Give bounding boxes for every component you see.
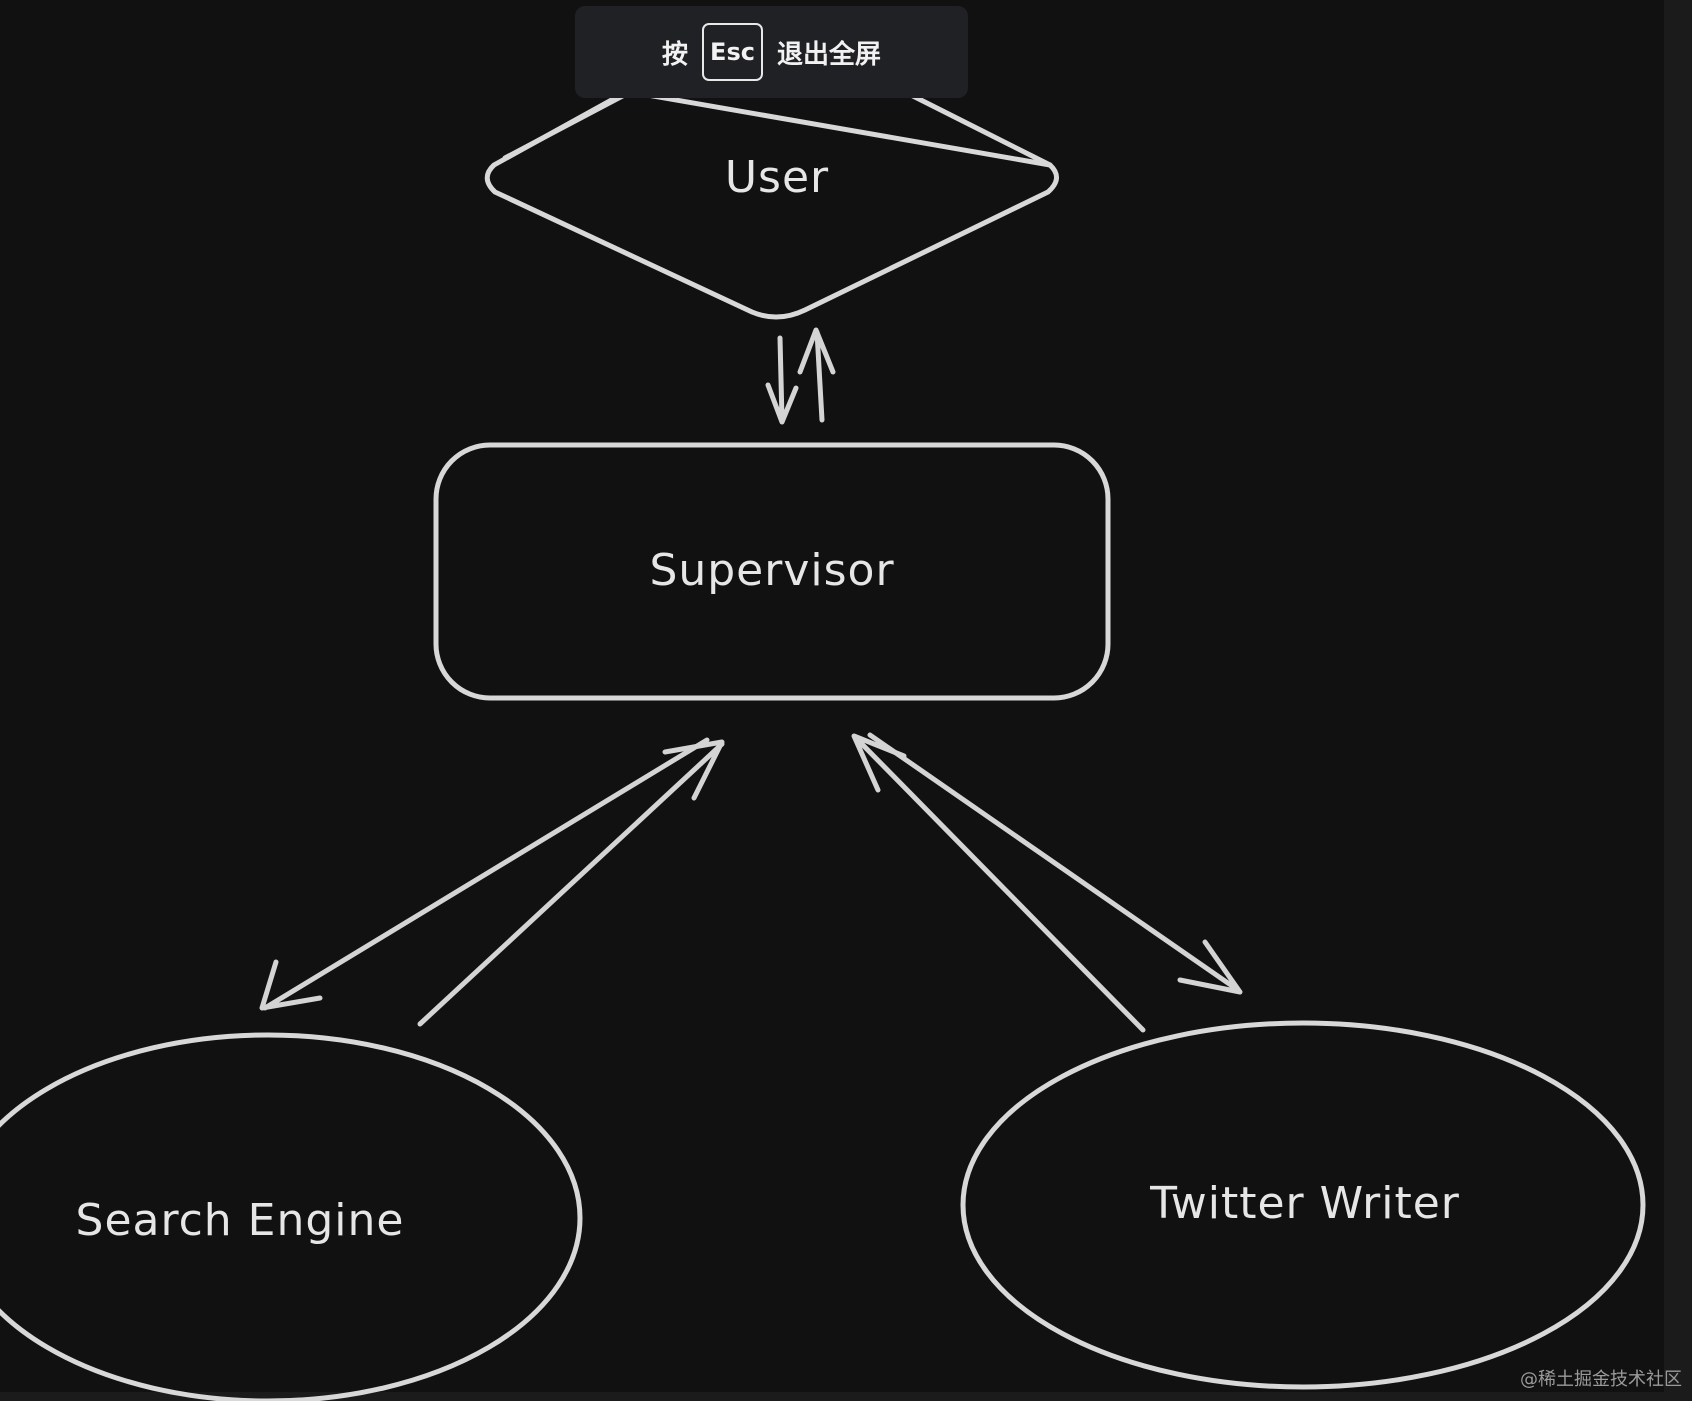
search-engine-node[interactable]: Search Engine <box>0 1032 583 1401</box>
search-engine-ellipse <box>0 1032 583 1401</box>
toast-prefix: 按 <box>662 39 689 70</box>
user-node[interactable]: User <box>484 89 1059 320</box>
toast-suffix: 退出全屏 <box>776 39 881 70</box>
esc-key-badge[interactable]: Esc <box>702 23 763 81</box>
twitter-writer-node[interactable]: Twitter Writer <box>960 1020 1646 1390</box>
user-diamond-top <box>502 89 1053 168</box>
arrow-supervisor-to-search <box>259 737 710 1011</box>
bottom-edge-strip <box>0 1392 1692 1401</box>
watermark: @稀土掘金技术社区 <box>1520 1369 1682 1390</box>
supervisor-node[interactable]: Supervisor <box>433 442 1111 701</box>
supervisor-search-arrows <box>259 737 725 1027</box>
arrow-twitter-to-supervisor <box>851 733 1146 1033</box>
supervisor-twitter-arrows <box>851 732 1243 1033</box>
supervisor-label: Supervisor <box>649 545 894 596</box>
right-edge-strip <box>1664 0 1692 1401</box>
search-engine-label: Search Engine <box>76 1195 405 1246</box>
twitter-writer-ellipse <box>960 1020 1646 1390</box>
arrow-supervisor-to-user <box>797 327 836 423</box>
arrow-supervisor-to-twitter <box>867 732 1243 995</box>
user-supervisor-arrows <box>765 327 836 425</box>
supervisor-box <box>433 442 1111 701</box>
user-label: User <box>725 152 829 203</box>
arrow-search-to-supervisor <box>417 739 725 1027</box>
arrow-user-to-supervisor <box>765 335 799 425</box>
exit-fullscreen-toast: 按 Esc 退出全屏 <box>575 6 968 98</box>
twitter-writer-label: Twitter Writer <box>1149 1178 1460 1229</box>
